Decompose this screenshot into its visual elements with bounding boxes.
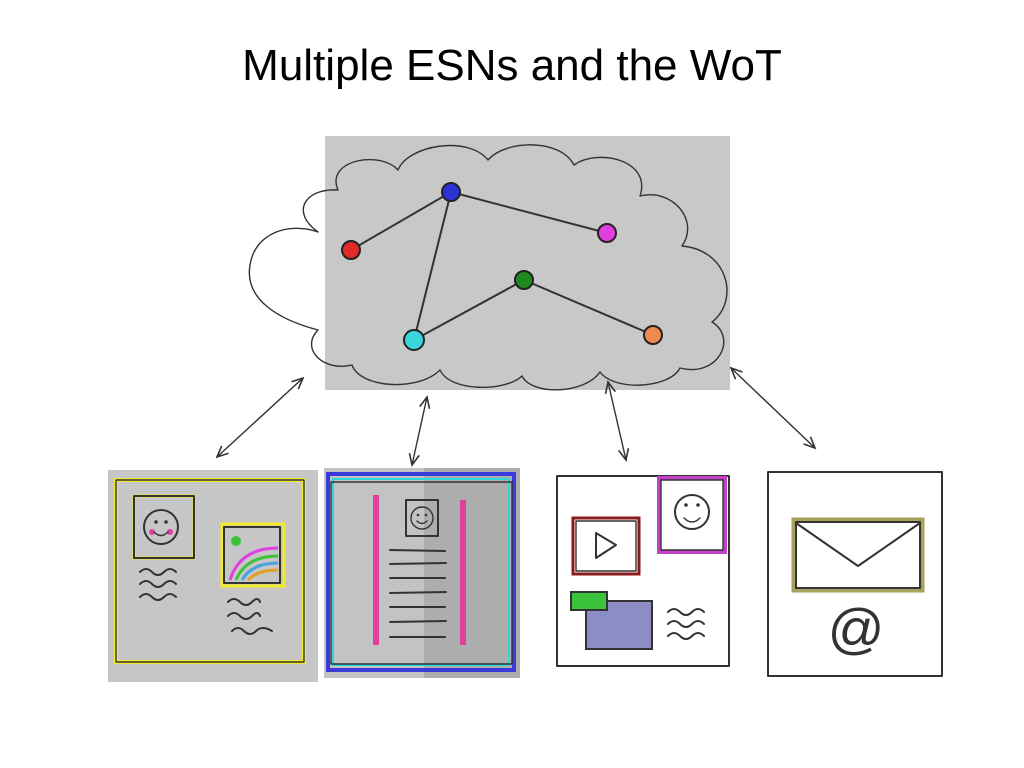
text-squiggle xyxy=(139,568,177,576)
at-sign-icon: @ xyxy=(828,597,885,660)
avatar-frame xyxy=(657,476,727,554)
image-frame xyxy=(220,522,286,588)
edge-blue-magenta xyxy=(450,191,608,234)
connection-arrows xyxy=(215,366,817,467)
avatar-frame-outline xyxy=(133,495,195,559)
text-line xyxy=(389,591,447,594)
panel-shadow-area xyxy=(424,468,520,678)
text-squiggle xyxy=(227,598,261,606)
text-line xyxy=(389,620,447,623)
edge-blue-red xyxy=(350,191,452,251)
text-line xyxy=(389,549,446,552)
play-icon xyxy=(595,532,617,559)
envelope-icon xyxy=(791,517,925,593)
red-node xyxy=(341,240,361,260)
arrow-cloud-profile xyxy=(408,395,431,467)
magenta-node xyxy=(597,223,617,243)
edge-green-orange xyxy=(523,279,654,336)
orange-node xyxy=(643,325,663,345)
panel-background xyxy=(108,470,318,682)
text-squiggle xyxy=(667,620,705,628)
avatar-frame xyxy=(405,499,439,537)
avatar-frame-outline xyxy=(660,479,724,551)
text-squiggle xyxy=(667,608,705,616)
text-squiggle xyxy=(227,612,261,620)
blue-node xyxy=(441,182,461,202)
rainbow-image-icon xyxy=(228,536,279,582)
arrow-cloud-social xyxy=(215,376,305,459)
text-squiggle xyxy=(231,627,273,635)
image-frame-outline xyxy=(223,526,281,584)
panel-frame-outline xyxy=(330,481,513,665)
green-node xyxy=(514,270,534,290)
video-frame-outline xyxy=(575,520,637,572)
edge-green-cyan xyxy=(413,279,525,341)
panel-frame xyxy=(767,471,943,677)
slide-title: Multiple ESNs and the WoT xyxy=(242,41,782,90)
esn-panel-profile xyxy=(324,468,520,678)
text-squiggle xyxy=(139,580,177,588)
cloud-background xyxy=(325,136,730,390)
panel-inner-frame xyxy=(332,478,510,666)
cloud-outline xyxy=(248,144,728,391)
arrow-cloud-media xyxy=(604,380,630,462)
text-squiggle xyxy=(667,632,705,640)
text-squiggle xyxy=(139,593,177,601)
smiley-face-icon xyxy=(143,509,179,545)
edge-blue-cyan xyxy=(413,191,452,341)
smiley-face-icon xyxy=(410,506,434,530)
arrow-cloud-mail xyxy=(729,366,817,450)
video-frame xyxy=(571,516,641,576)
panel-frame-outline xyxy=(115,479,305,663)
green-tag xyxy=(570,591,608,611)
esn-panel-mail: @ xyxy=(767,471,943,677)
panel-frame xyxy=(556,475,730,667)
text-line xyxy=(389,562,447,565)
cyan-node xyxy=(403,329,425,351)
esn-panel-social xyxy=(108,470,318,682)
web-of-trust-cloud xyxy=(248,136,730,391)
smiley-face-icon xyxy=(674,494,710,530)
esn-panel-media xyxy=(556,475,730,667)
panel-outer-frame xyxy=(326,472,516,672)
left-side-bar xyxy=(373,495,379,645)
right-side-bar xyxy=(460,500,466,645)
